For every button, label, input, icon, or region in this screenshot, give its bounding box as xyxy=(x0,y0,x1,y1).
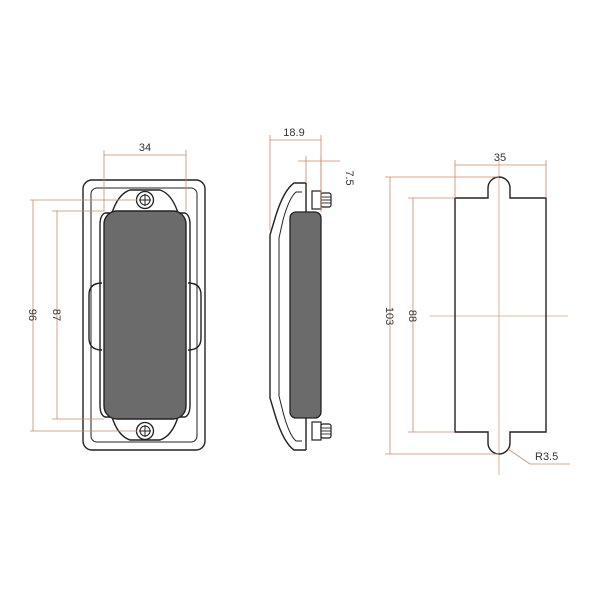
front-view: 34 96 87 xyxy=(26,142,206,451)
front-grip-pad xyxy=(103,210,187,420)
front-flange-inner xyxy=(90,187,198,443)
side-depth-dimension: 18.9 xyxy=(269,127,322,230)
side-lip-label: 7.5 xyxy=(343,170,355,185)
front-width-label: 34 xyxy=(139,142,151,154)
cutout-radius-callout: R3.5 xyxy=(507,448,570,465)
side-top-screw xyxy=(311,190,332,210)
cutout-outer-height-label: 103 xyxy=(383,307,395,325)
side-bottom-screw xyxy=(311,421,332,441)
front-left-bump xyxy=(88,282,103,351)
front-bottom-screw xyxy=(135,421,155,441)
cutout-width-label: 35 xyxy=(494,152,506,164)
side-view: 18.9 7.5 xyxy=(269,127,355,451)
side-grip-pad xyxy=(289,211,322,419)
cutout-view: 35 103 88 R3.5 xyxy=(383,152,570,475)
cutout-inner-height-dimension: 88 xyxy=(406,197,455,433)
front-right-bump xyxy=(187,282,202,351)
front-inner-height-label: 87 xyxy=(50,309,62,321)
cutout-inner-height-label: 88 xyxy=(406,310,418,322)
cutout-radius-label: R3.5 xyxy=(535,451,558,463)
front-outer-height-dimension: 96 xyxy=(26,199,137,432)
front-top-screw xyxy=(135,190,155,210)
front-flange-outer xyxy=(82,179,206,451)
side-flange-outer xyxy=(269,182,306,451)
front-width-dimension: 34 xyxy=(103,142,187,211)
front-outer-height-label: 96 xyxy=(26,309,38,321)
cutout-outer-height-dimension: 103 xyxy=(383,176,499,455)
front-inner-height-dimension: 87 xyxy=(50,210,104,420)
side-lip-dimension: 7.5 xyxy=(298,156,355,191)
side-depth-label: 18.9 xyxy=(283,127,304,139)
cutout-width-dimension: 35 xyxy=(454,152,547,198)
side-flange-inner xyxy=(278,191,302,442)
cutout-outline xyxy=(454,176,547,455)
